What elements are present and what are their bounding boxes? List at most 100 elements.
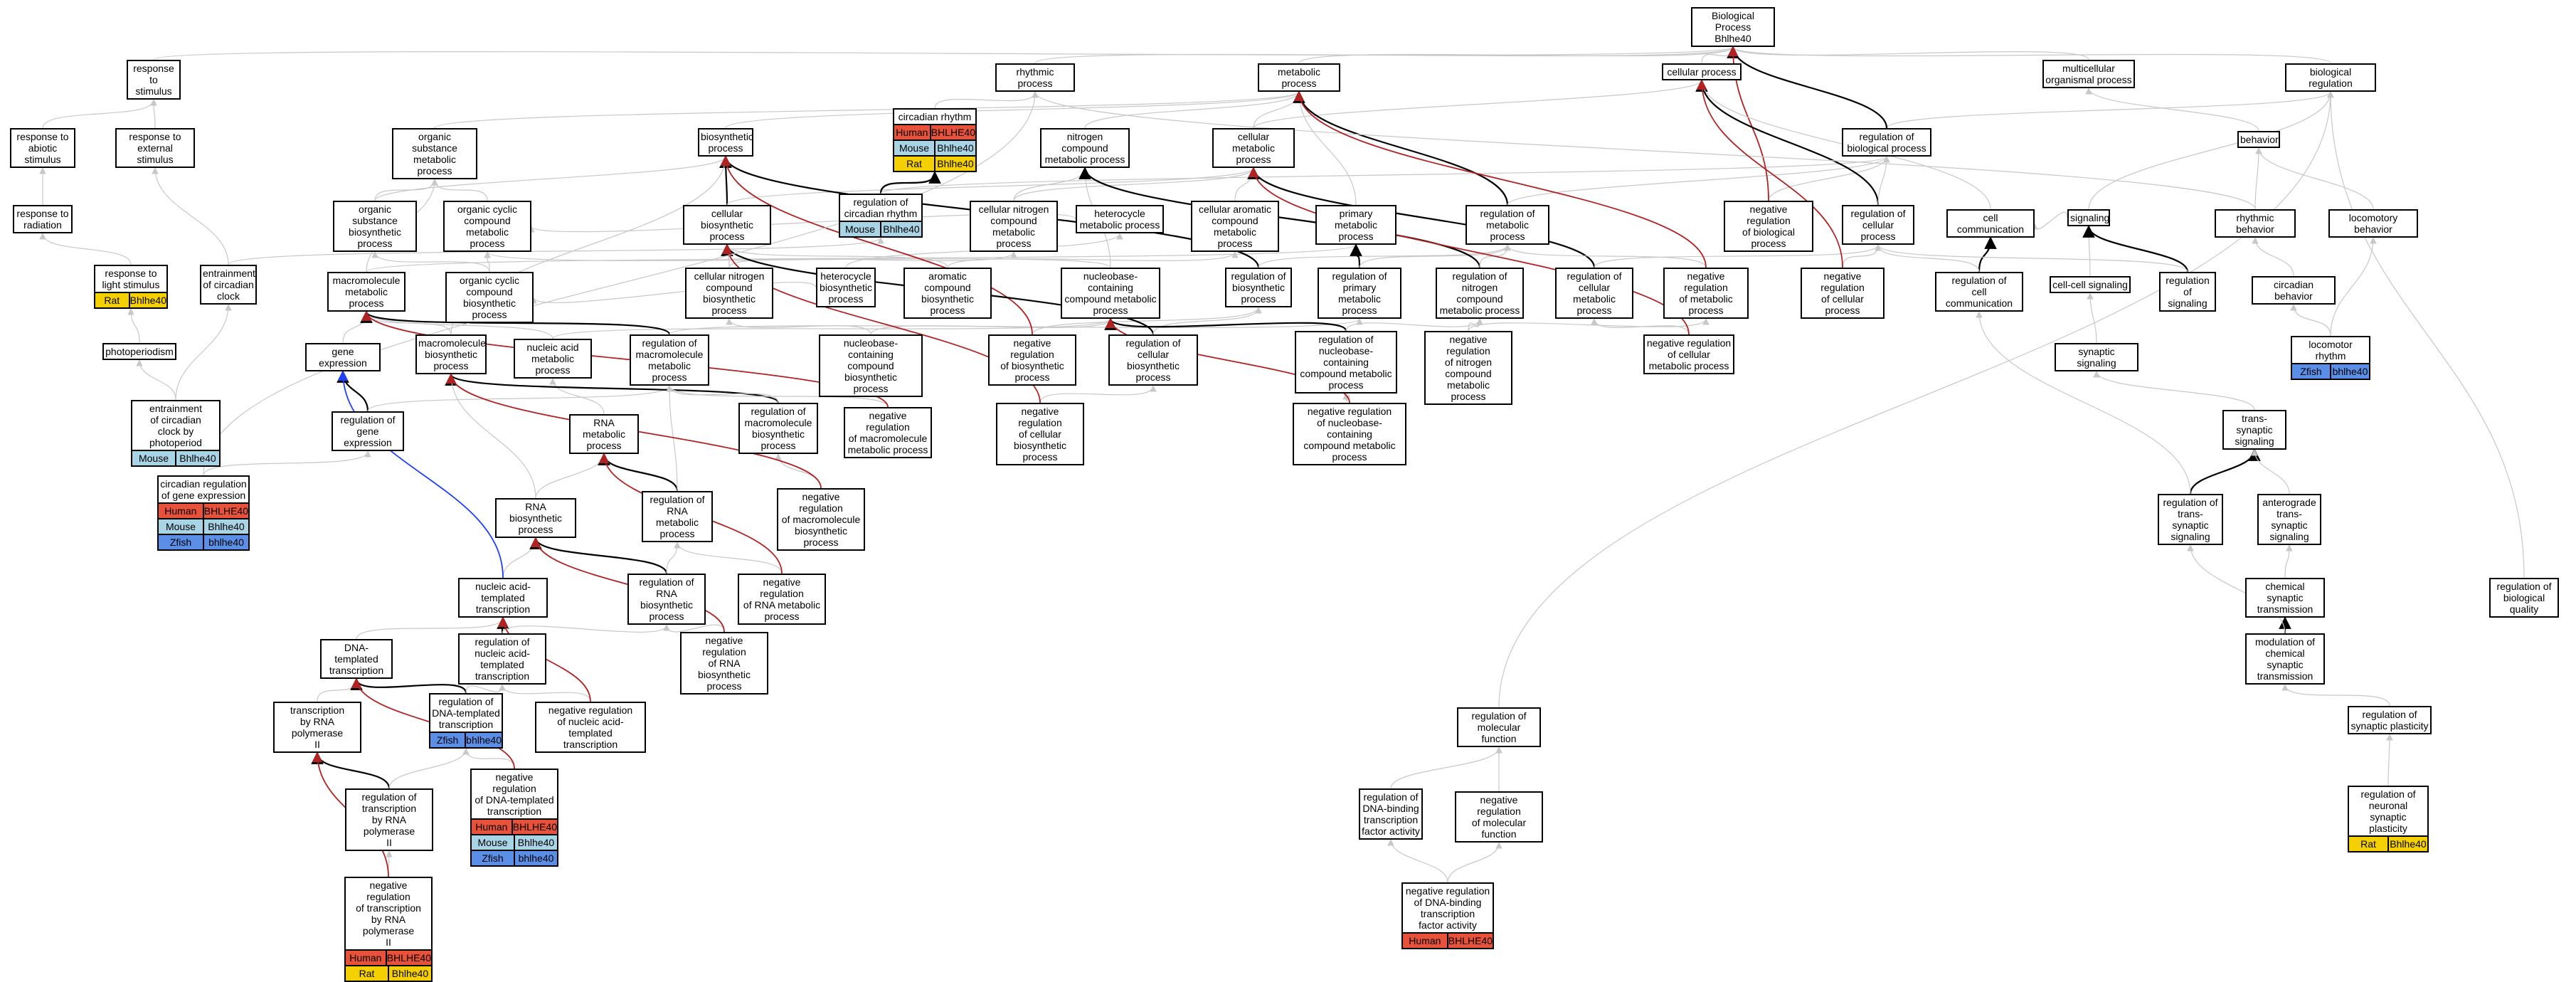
go-term-node[interactable]: macromolecule metabolic process [327,272,406,312]
go-term-node[interactable]: macromolecule biosynthetic process [415,334,487,374]
go-term-node[interactable]: regulation of metabolic process [1465,205,1549,245]
go-term-node[interactable]: regulation of RNA biosynthetic process [627,574,706,625]
go-term-node[interactable]: regulation of transcription by RNA polym… [345,788,433,851]
go-term-node[interactable]: RNA biosynthetic process [495,498,576,538]
go-term-node[interactable]: multicellular organismal process [2042,60,2135,88]
go-term-node[interactable]: regulation of synaptic plasticity [2348,706,2432,734]
go-term-node[interactable]: regulation of DNA-templated transcriptio… [429,693,503,749]
go-term-node[interactable]: rhythmic process [995,63,1075,92]
go-term-node[interactable]: organic substance metabolic process [392,128,477,179]
go-term-node[interactable]: cellular nitrogen compound biosynthetic … [685,268,773,319]
go-term-node[interactable]: organic cyclic compound biosynthetic pro… [445,272,534,323]
go-term-node[interactable]: biosynthetic process [698,128,753,157]
go-term-node[interactable]: regulation of biological process [1842,128,1931,157]
go-term-node[interactable]: regulation of cellular biosynthetic proc… [1108,334,1198,386]
go-term-node[interactable]: nucleic acid-templated transcription [458,578,548,618]
go-term-node[interactable]: regulation of biosynthetic process [1225,268,1292,307]
go-term-node[interactable]: cellular process [1662,63,1742,80]
go-term-node[interactable]: negative regulation of nucleobase-contai… [1293,403,1406,465]
go-term-node[interactable]: negative regulation of RNA metabolic pro… [738,574,826,625]
relation-edge [719,155,732,206]
go-term-node[interactable]: regulation of nucleic acid-templated tra… [458,633,546,685]
go-term-node[interactable]: entrainment of circadian clock [200,265,257,305]
go-term-node[interactable]: regulation of RNA metabolic process [642,491,713,542]
go-term-node[interactable]: negative regulation of DNA-binding trans… [1401,882,1494,949]
go-term-node[interactable]: response to radiation [13,205,73,233]
go-term-node[interactable]: heterocycle metabolic process [1076,205,1164,233]
go-term-node[interactable]: organic substance biosynthetic process [333,201,417,252]
go-term-node[interactable]: regulation of molecular function [1457,707,1541,747]
go-term-node[interactable]: transcription by RNA polymerase II [273,702,361,753]
go-term-node[interactable]: regulation of trans-synaptic signaling [2158,494,2223,545]
go-term-node[interactable]: heterocycle biosynthetic process [816,268,876,307]
go-term-node[interactable]: regulation of nitrogen compound metaboli… [1436,268,1524,319]
go-term-node[interactable]: nucleic acid metabolic process [514,339,592,379]
go-term-node[interactable]: regulation of neuronal synaptic plastici… [2348,786,2429,852]
go-term-node[interactable]: regulation of gene expression [332,411,404,451]
go-term-node[interactable]: negative regulation of nucleic acid-temp… [535,702,646,753]
go-term-node[interactable]: negative regulation of biosynthetic proc… [988,334,1076,386]
go-term-node[interactable]: negative regulation of macromolecule met… [844,407,932,458]
go-term-node[interactable]: regulation of DNA-binding transcription … [1359,788,1423,840]
go-term-node[interactable]: negative regulation of cellular metaboli… [1643,334,1734,374]
go-term-node[interactable]: response to external stimulus [115,128,195,168]
go-term-label: regulation of synaptic plasticity [2350,709,2429,732]
go-term-node[interactable]: chemical synaptic transmission [2245,578,2325,618]
go-term-node[interactable]: locomotory behavior [2328,209,2418,238]
go-term-node[interactable]: regulation of macromolecule metabolic pr… [630,334,709,386]
go-term-node[interactable]: cell-cell signaling [2050,276,2131,293]
go-term-node[interactable]: regulation of nucleobase-containing comp… [1295,331,1397,394]
go-term-node[interactable]: regulation of cellular process [1842,205,1914,245]
go-term-node[interactable]: biological regulation [2285,63,2376,92]
go-term-node[interactable]: anterograde trans-synaptic signaling [2257,494,2321,545]
go-term-node[interactable]: photoperiodism [102,343,176,360]
go-term-node[interactable]: gene expression [305,343,381,371]
go-term-node[interactable]: negative regulation of RNA biosynthetic … [680,632,768,695]
go-term-node[interactable]: nucleobase-containing compound biosynthe… [819,334,923,397]
go-term-node[interactable]: cellular aromatic compound metabolic pro… [1191,201,1279,252]
go-term-node[interactable]: response to stimulus [127,60,181,100]
go-term-node[interactable]: cellular metabolic process [1212,128,1295,168]
go-term-node[interactable]: regulation of signaling [2159,272,2216,312]
go-term-node[interactable]: RNA metabolic process [569,414,639,454]
go-term-node[interactable]: entrainment of circadian clock by photop… [131,400,221,467]
go-term-node[interactable]: Biological Process Bhlhe40 [1691,7,1775,47]
go-term-node[interactable]: primary metabolic process [1315,205,1396,245]
go-term-node[interactable]: nucleobase-containing compound metabolic… [1061,268,1160,319]
go-term-node[interactable]: trans-synaptic signaling [2222,410,2286,450]
go-term-node[interactable]: rhythmic behavior [2215,209,2296,238]
go-term-node[interactable]: cellular biosynthetic process [683,205,771,245]
go-term-node[interactable]: nitrogen compound metabolic process [1040,128,1130,168]
go-term-node[interactable]: aromatic compound biosynthetic process [903,268,992,319]
go-term-node[interactable]: DNA-templated transcription [320,639,393,679]
go-term-node[interactable]: regulation of cell communication [1935,272,2023,312]
go-term-node[interactable]: regulation of macromolecule biosynthetic… [738,403,818,454]
go-term-node[interactable]: negative regulation of DNA-templated tra… [470,769,558,867]
go-term-node[interactable]: modulation of chemical synaptic transmis… [2245,633,2325,685]
go-term-node[interactable]: circadian behavior [2252,276,2336,305]
go-term-node[interactable]: cell communication [1946,209,2035,238]
go-term-node[interactable]: regulation of cellular metabolic process [1555,268,1633,319]
go-term-node[interactable]: negative regulation of biological proces… [1724,201,1813,252]
go-term-node[interactable]: negative regulation of nitrogen compound… [1424,331,1512,405]
go-term-node[interactable]: signaling [2067,209,2110,226]
go-term-node[interactable]: negative regulation of cellular process [1801,268,1885,319]
go-term-node[interactable]: behavior [2237,131,2280,148]
go-term-node[interactable]: negative regulation of cellular biosynth… [996,403,1084,465]
go-term-node[interactable]: negative regulation of molecular functio… [1455,791,1543,843]
go-term-node[interactable]: negative regulation of macromolecule bio… [777,488,865,551]
go-term-node[interactable]: response to abiotic stimulus [10,128,75,168]
go-term-node[interactable]: negative regulation of transcription by … [344,877,433,982]
go-term-node[interactable]: cellular nitrogen compound metabolic pro… [970,201,1058,252]
go-term-node[interactable]: regulation of primary metabolic process [1318,268,1401,319]
go-term-node[interactable]: organic cyclic compound metabolic proces… [443,201,531,252]
go-term-node[interactable]: negative regulation of metabolic process [1663,268,1749,319]
go-term-node[interactable]: metabolic process [1258,63,1340,92]
go-term-node[interactable]: regulation of biological quality [2489,578,2559,618]
go-term-node[interactable]: synaptic signaling [2055,343,2138,371]
